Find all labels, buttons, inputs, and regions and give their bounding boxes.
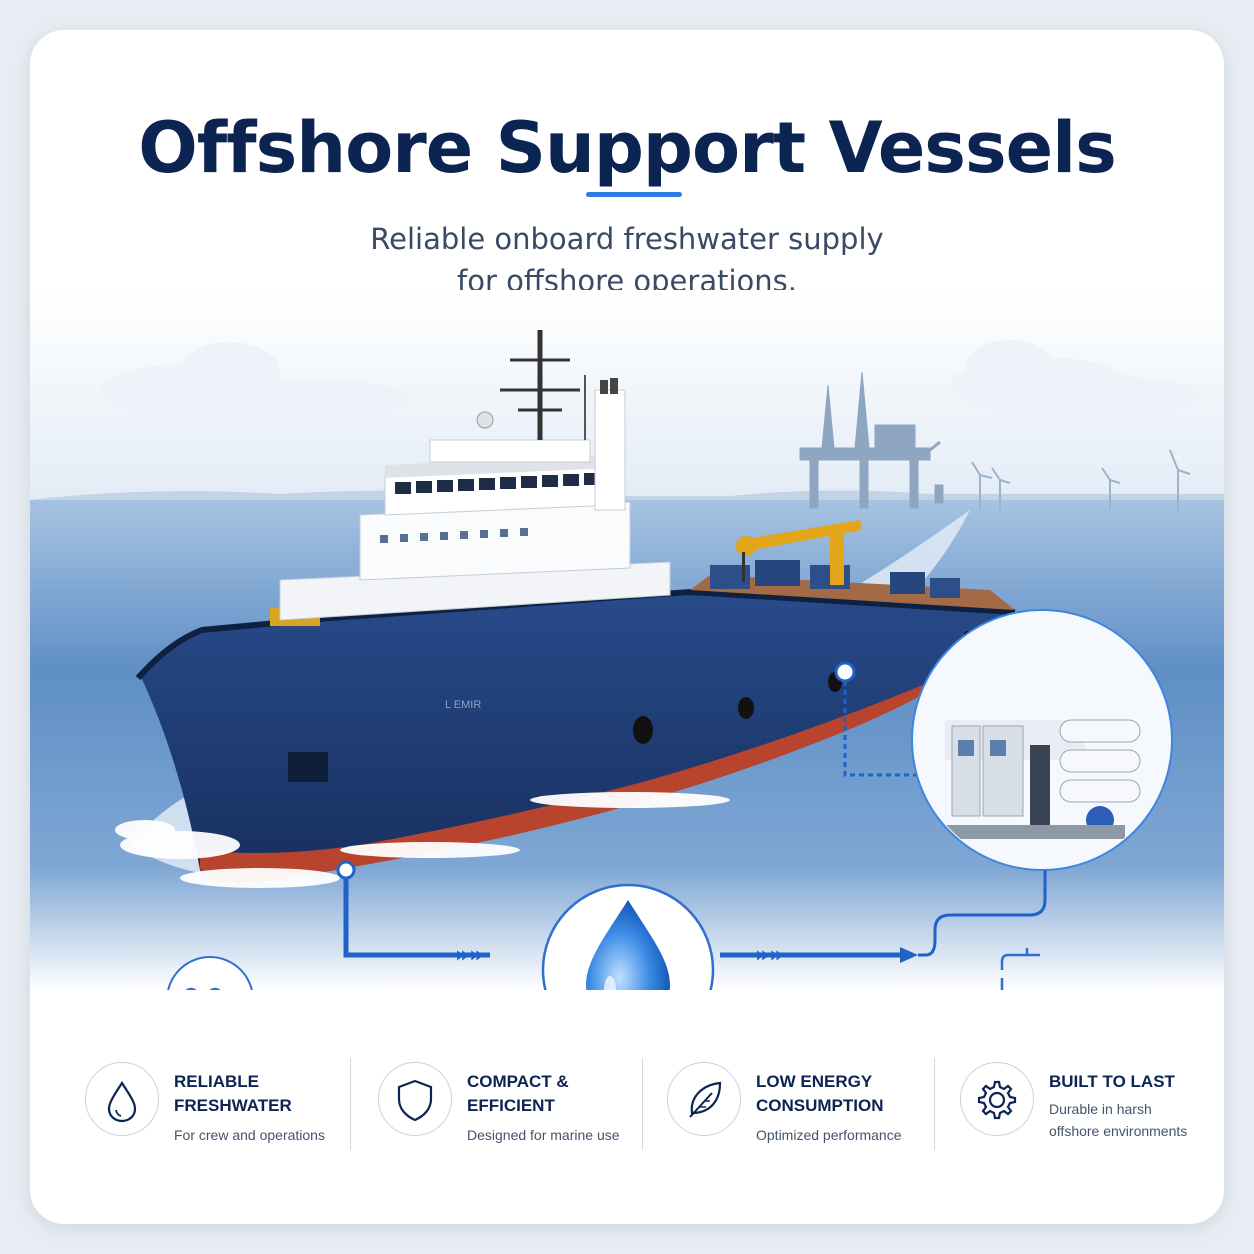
page-title: Offshore Support Vessels	[138, 107, 1117, 189]
distant-coast	[30, 490, 1224, 502]
leaf-icon	[667, 1062, 741, 1136]
gear-icon	[960, 1062, 1034, 1136]
deck-crane	[736, 520, 862, 585]
bow-spray	[115, 792, 730, 888]
deck-connector-dot	[834, 661, 856, 683]
feature-description: Designed for marine use	[467, 1127, 620, 1143]
feature-description: Optimized performance	[756, 1127, 902, 1143]
hull-marking: L EMIR	[445, 699, 481, 711]
flow-chevrons-left: »»	[455, 943, 483, 968]
feature-compact-efficient: COMPACT &EFFICIENT Designed for marine u…	[378, 1050, 648, 1180]
waves-icon	[167, 956, 253, 990]
oil-platform	[799, 371, 944, 509]
feature-divider	[934, 1058, 935, 1150]
clouds	[100, 340, 1200, 416]
deck-link-line	[843, 681, 925, 777]
water-drop-icon	[541, 883, 715, 990]
subtitle-line-1: Reliable onboard freshwater supply	[370, 222, 884, 256]
water-drop-icon	[85, 1062, 159, 1136]
flow-line-left	[343, 878, 490, 958]
superstructure	[279, 330, 671, 621]
ro-unit-inset	[911, 609, 1173, 871]
shield-icon	[378, 1062, 452, 1136]
feature-description: For crew and operations	[174, 1127, 325, 1143]
title-underline	[586, 192, 682, 197]
feature-title: BUILT TO LAST	[1049, 1072, 1175, 1091]
hull-connector-dot	[336, 860, 356, 880]
flow-arrowhead	[900, 947, 918, 963]
feature-divider	[642, 1058, 643, 1150]
infographic-card: Offshore Support Vessels Reliable onboar…	[30, 30, 1224, 1224]
anchor-pocket	[288, 752, 328, 782]
feature-divider	[350, 1058, 351, 1150]
wind-turbines	[971, 449, 1191, 512]
ro-link-line	[918, 870, 1047, 957]
feature-title: COMPACT &EFFICIENT	[467, 1072, 569, 1115]
tap-glass-icon	[1000, 948, 1040, 990]
ship-hull	[135, 588, 1016, 884]
subtitle: Reliable onboard freshwater supply for o…	[30, 218, 1224, 302]
flow-chevrons-right: »»	[755, 943, 783, 968]
vessel-illustration: L EMIR	[30, 290, 1224, 990]
